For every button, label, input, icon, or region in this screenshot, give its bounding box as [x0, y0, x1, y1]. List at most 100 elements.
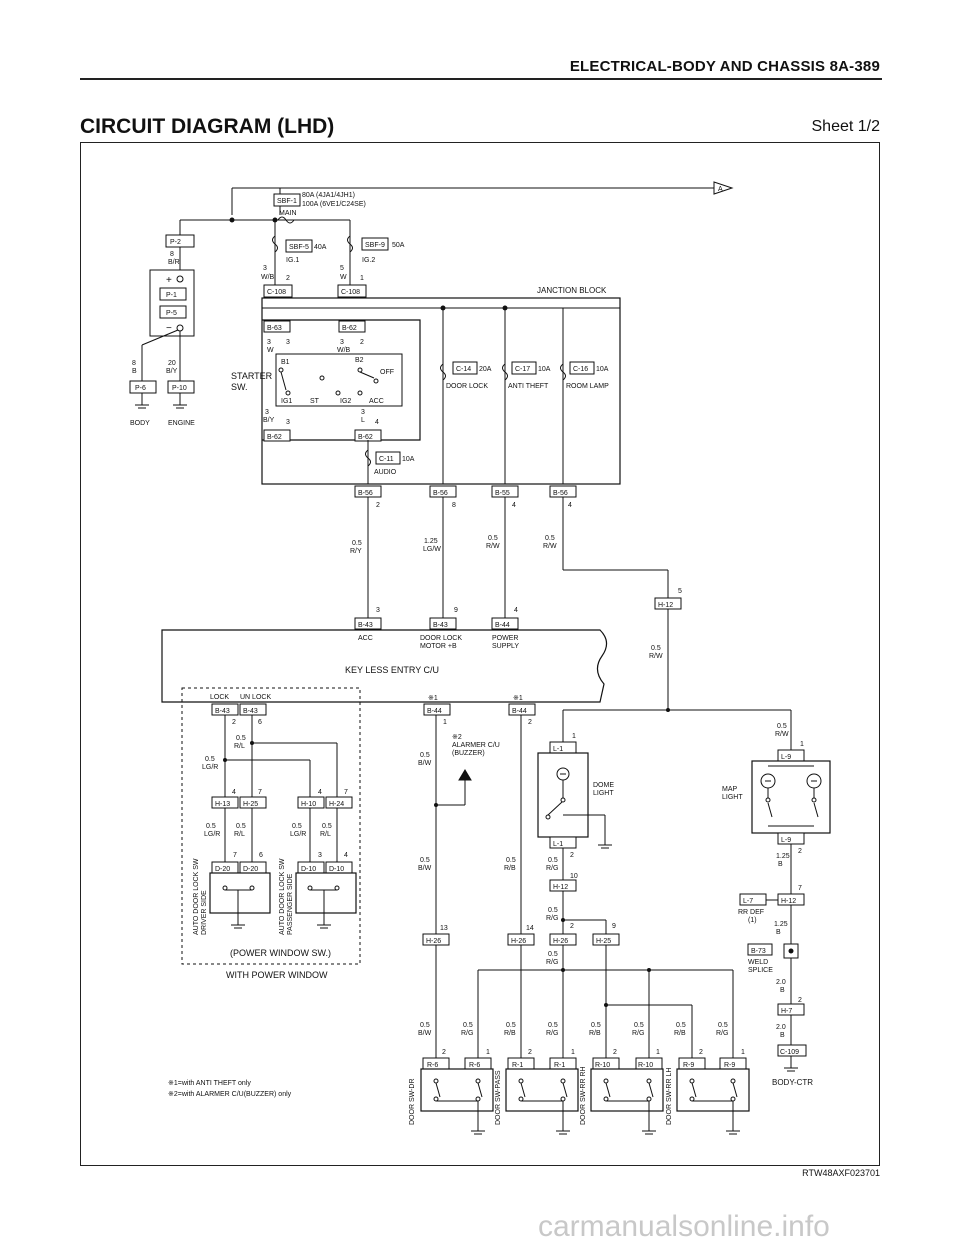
svg-text:R/Y: R/Y — [350, 548, 362, 555]
svg-text:R/G: R/G — [546, 959, 558, 966]
svg-text:LG/W: LG/W — [423, 546, 441, 553]
svg-text:3: 3 — [265, 409, 269, 416]
svg-text:LOCK: LOCK — [210, 694, 229, 701]
svg-text:W: W — [267, 347, 274, 354]
svg-text:13: 13 — [440, 925, 448, 932]
svg-text:B-44: B-44 — [495, 622, 510, 629]
svg-text:B-56: B-56 — [358, 490, 373, 497]
svg-text:LIGHT: LIGHT — [593, 790, 614, 797]
svg-text:AUTO DOOR LOCK SW: AUTO DOOR LOCK SW — [193, 858, 200, 935]
svg-text:RR DEF: RR DEF — [738, 909, 764, 916]
svg-text:W: W — [340, 274, 347, 281]
svg-text:WELD: WELD — [748, 959, 768, 966]
svg-text:3: 3 — [340, 339, 344, 346]
svg-text:2.0: 2.0 — [776, 979, 786, 986]
svg-text:0.5: 0.5 — [651, 645, 661, 652]
fuse-main-box — [273, 193, 301, 207]
svg-text:10A: 10A — [402, 456, 415, 463]
svg-text:1: 1 — [656, 1049, 660, 1056]
svg-text:(BUZZER): (BUZZER) — [452, 750, 485, 757]
svg-text:R/G: R/G — [461, 1030, 473, 1037]
svg-text:8: 8 — [452, 502, 456, 509]
svg-text:R/L: R/L — [234, 743, 245, 750]
svg-text:LG/R: LG/R — [204, 831, 220, 838]
svg-text:4: 4 — [514, 607, 518, 614]
svg-text:1: 1 — [572, 733, 576, 740]
svg-text:※1: ※1 — [428, 695, 438, 702]
svg-text:R/L: R/L — [234, 831, 245, 838]
svg-text:20: 20 — [168, 360, 176, 367]
svg-text:7: 7 — [344, 789, 348, 796]
svg-text:C-109: C-109 — [780, 1049, 799, 1056]
svg-text:1: 1 — [571, 1049, 575, 1056]
svg-text:B-56: B-56 — [553, 490, 568, 497]
svg-text:ST: ST — [310, 398, 320, 405]
svg-text:B: B — [776, 929, 781, 936]
svg-text:0.5: 0.5 — [206, 823, 216, 830]
svg-text:R/B: R/B — [504, 1030, 516, 1037]
svg-text:B2: B2 — [355, 357, 364, 364]
svg-text:3: 3 — [286, 339, 290, 346]
svg-text:0.5: 0.5 — [548, 857, 558, 864]
svg-text:MOTOR +B: MOTOR +B — [420, 643, 457, 650]
svg-text:R/G: R/G — [546, 915, 558, 922]
svg-text:5: 5 — [340, 265, 344, 272]
svg-text:2: 2 — [613, 1049, 617, 1056]
svg-text:LG/R: LG/R — [290, 831, 306, 838]
svg-text:0.5: 0.5 — [545, 535, 555, 542]
svg-text:BODY-CTR: BODY-CTR — [772, 1078, 813, 1087]
svg-text:OFF: OFF — [380, 369, 394, 376]
svg-text:D-20: D-20 — [243, 866, 258, 873]
svg-text:SW.: SW. — [231, 382, 248, 392]
svg-text:B: B — [780, 987, 785, 994]
svg-text:R/L: R/L — [320, 831, 331, 838]
svg-text:3: 3 — [318, 852, 322, 859]
svg-text:B-43: B-43 — [358, 622, 373, 629]
svg-text:0.5: 0.5 — [488, 535, 498, 542]
svg-text:D-10: D-10 — [301, 866, 316, 873]
svg-text:AUDIO: AUDIO — [374, 469, 397, 476]
svg-text:L-1: L-1 — [553, 746, 563, 753]
arrow-label: A — [718, 186, 723, 193]
svg-text:40A: 40A — [314, 244, 327, 251]
svg-text:9: 9 — [454, 607, 458, 614]
fuse-ig1-id: SBF-5 — [289, 244, 309, 251]
svg-text:9: 9 — [612, 923, 616, 930]
svg-text:D-20: D-20 — [215, 866, 230, 873]
svg-text:1: 1 — [800, 741, 804, 748]
svg-text:※2: ※2 — [452, 734, 462, 741]
svg-text:4: 4 — [512, 502, 516, 509]
svg-text:R/W: R/W — [486, 543, 500, 550]
door-switch-rr-rh — [590, 1068, 664, 1135]
svg-text:4: 4 — [232, 789, 236, 796]
svg-text:R/B: R/B — [504, 865, 516, 872]
svg-text:C-108: C-108 — [341, 289, 360, 296]
svg-text:DOOR SW-RR LH: DOOR SW-RR LH — [666, 1068, 673, 1125]
svg-text:8: 8 — [170, 251, 174, 258]
svg-text:B-62: B-62 — [342, 325, 357, 332]
svg-text:B-62: B-62 — [358, 434, 373, 441]
svg-text:1: 1 — [360, 275, 364, 282]
svg-text:0.5: 0.5 — [292, 823, 302, 830]
svg-text:H-10: H-10 — [301, 801, 316, 808]
svg-text:B/W: B/W — [418, 1030, 432, 1037]
svg-text:6: 6 — [258, 719, 262, 726]
svg-text:B-56: B-56 — [433, 490, 448, 497]
svg-text:1.25: 1.25 — [424, 538, 438, 545]
svg-text:2: 2 — [528, 719, 532, 726]
svg-text:SPLICE: SPLICE — [748, 967, 773, 974]
fuse-ig2-id: SBF-9 — [365, 242, 385, 249]
svg-text:R-1: R-1 — [554, 1062, 565, 1069]
svg-text:H-12: H-12 — [553, 884, 568, 891]
svg-text:DOOR SW-RR RH: DOOR SW-RR RH — [580, 1066, 587, 1125]
svg-text:WITH POWER WINDOW: WITH POWER WINDOW — [226, 970, 328, 980]
svg-text:2.0: 2.0 — [776, 1024, 786, 1031]
svg-text:10A: 10A — [538, 366, 551, 373]
svg-text:B: B — [778, 861, 783, 868]
svg-text:H-24: H-24 — [329, 801, 344, 808]
keyless-entry-unit — [161, 629, 608, 703]
power-window-box — [181, 687, 361, 965]
svg-text:6: 6 — [259, 852, 263, 859]
svg-text:R/B: R/B — [674, 1030, 686, 1037]
svg-text:2: 2 — [798, 997, 802, 1004]
